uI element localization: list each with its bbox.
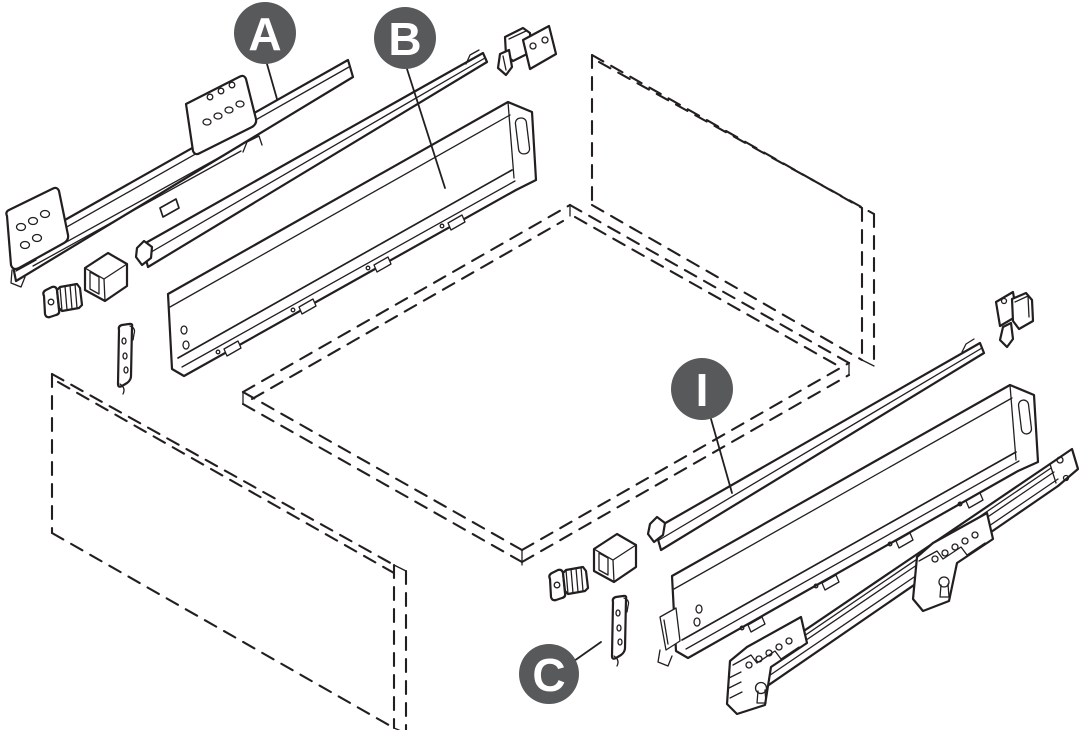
rear-panel-bracket-c (610, 594, 630, 668)
callout-c-letter: C (532, 649, 565, 701)
fixing-screw-left (42, 282, 84, 319)
callout-a: A (234, 2, 296, 64)
callout-b-circle (374, 7, 436, 69)
callout-a-letter: A (248, 8, 281, 60)
drawer-side-profile-left (166, 100, 538, 378)
runner-front-mounting-plate (5, 186, 70, 271)
callout-b: B (374, 7, 436, 69)
callout-i-letter: I (696, 364, 709, 416)
callout-c: C (519, 644, 579, 704)
leader-line-c (573, 641, 602, 662)
runner-mid-mounting-plate (184, 74, 258, 156)
bottom-panel-dashed-outline (241, 203, 851, 566)
railing-left (134, 49, 489, 269)
drawer-side-profile-right (657, 383, 1040, 667)
drawer-runner-right (725, 447, 1079, 716)
leader-line-a (266, 63, 278, 100)
front-panel-dashed-outline (50, 372, 408, 730)
square-cap-right (592, 532, 638, 584)
leader-line-b (406, 68, 446, 189)
front-bracket-left (116, 322, 136, 396)
leader-line-i (710, 418, 733, 494)
callout-i-circle (671, 358, 733, 420)
runner-adapter-front (725, 615, 809, 716)
callout-a-circle (234, 2, 296, 64)
square-cap-left (83, 251, 129, 303)
cabinet-runner-left (5, 58, 355, 288)
fixing-screw-right (548, 565, 590, 602)
callout-i: I (671, 358, 733, 420)
railing-right (646, 338, 986, 552)
corner-bracket-left (496, 24, 558, 77)
callout-b-letter: B (388, 13, 421, 65)
runner-adapter-mid (911, 511, 995, 613)
corner-bracket-right (994, 290, 1035, 349)
callout-c-circle (519, 644, 579, 704)
back-panel-dashed-outline (590, 53, 876, 368)
